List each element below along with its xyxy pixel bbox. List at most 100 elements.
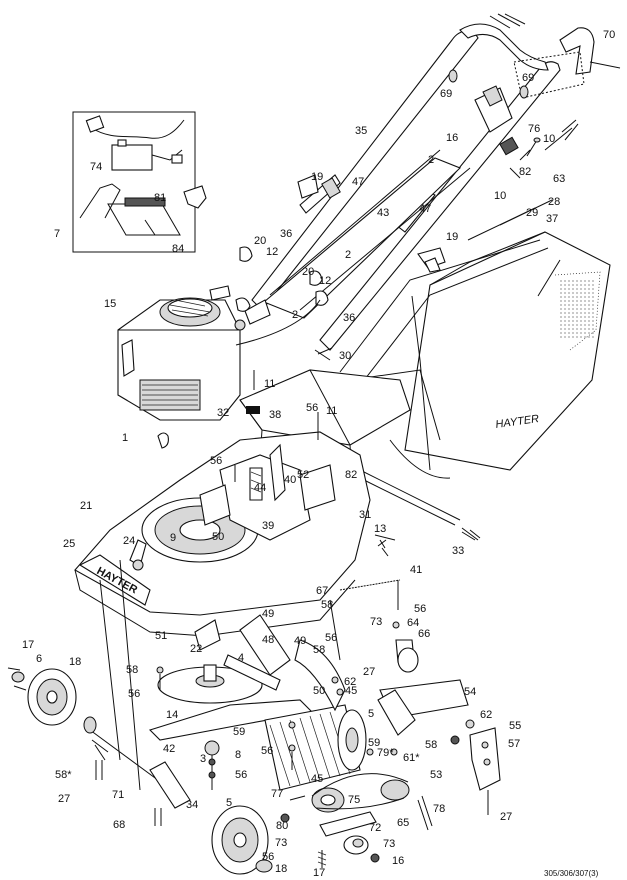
- mower-deck: HAYTER: [74, 422, 371, 637]
- callout-label: 81: [154, 192, 166, 204]
- callout-label: 22: [190, 643, 202, 655]
- grass-bag: [339, 199, 611, 526]
- callout-label: 31: [359, 509, 371, 521]
- callout-label: 56: [261, 745, 273, 757]
- callout-label: 71: [112, 789, 124, 801]
- callout-label: 66: [418, 628, 430, 640]
- callout-label: 27: [500, 811, 512, 823]
- callout-label: 36: [343, 312, 355, 324]
- callout-label: 2: [345, 249, 351, 261]
- inset-battery-box: [72, 111, 196, 253]
- callout-label: 79*: [377, 747, 394, 759]
- callout-label: 39: [262, 520, 274, 532]
- callout-label: 59: [233, 726, 245, 738]
- callout-label: 54: [464, 686, 476, 698]
- callout-label: 8: [235, 749, 241, 761]
- callout-label: 84: [172, 243, 184, 255]
- callout-label: 18: [69, 656, 81, 668]
- misc-fasteners: [156, 527, 481, 863]
- callout-label: 56: [325, 632, 337, 644]
- callout-label: 50: [313, 685, 325, 697]
- callout-label: 61*: [403, 752, 420, 764]
- callout-label: 73: [370, 616, 382, 628]
- callout-label: 16: [392, 855, 404, 867]
- callout-label: 64: [407, 617, 419, 629]
- callout-label: 34: [186, 799, 198, 811]
- callout-label: 56: [414, 603, 426, 615]
- callout-label: 56: [210, 455, 222, 467]
- callout-label: 52: [297, 469, 309, 481]
- callout-label: 49: [294, 635, 306, 647]
- callout-label: 73: [383, 838, 395, 850]
- callout-label: 45: [311, 773, 323, 785]
- front-wheel-left: [7, 667, 77, 726]
- callout-label: 19: [311, 171, 323, 183]
- callout-label: 9: [170, 532, 176, 544]
- callout-label: 32: [217, 407, 229, 419]
- callout-label: 47: [352, 176, 364, 188]
- callout-label: 12: [266, 246, 278, 258]
- callout-label: 49: [262, 608, 274, 620]
- callout-label: 59: [368, 737, 380, 749]
- callout-label: 38: [269, 409, 281, 421]
- callout-label: 67: [316, 585, 328, 597]
- callout-label: 76: [528, 123, 540, 135]
- callout-label: 74: [90, 161, 102, 173]
- callout-label: 37: [546, 213, 558, 225]
- callout-label: 82: [519, 166, 531, 178]
- callout-label: 24: [123, 535, 135, 547]
- callout-label: 4: [238, 652, 244, 664]
- callout-label: 19: [446, 231, 458, 243]
- callout-label: 2: [428, 154, 434, 166]
- callout-label: 36: [280, 228, 292, 240]
- callout-label: 12: [319, 275, 331, 287]
- rear-wheel: [211, 805, 273, 875]
- callout-label: 6: [36, 653, 42, 665]
- callout-label: 82: [345, 469, 357, 481]
- callout-label: 63: [553, 173, 565, 185]
- callout-label: 20: [302, 266, 314, 278]
- callout-label: 62: [480, 709, 492, 721]
- callout-label: 3: [200, 753, 206, 765]
- callout-label: 58: [425, 739, 437, 751]
- callout-label: 78: [433, 803, 445, 815]
- callout-label: 20: [254, 235, 266, 247]
- blade-assembly: [148, 614, 314, 790]
- callout-label: 53: [430, 769, 442, 781]
- callout-label: 10: [543, 133, 555, 145]
- callout-label: 50: [212, 531, 224, 543]
- callout-label: 13: [374, 523, 386, 535]
- callout-label: 58: [321, 599, 333, 611]
- callout-label: 56: [306, 402, 318, 414]
- callout-label: 57: [508, 738, 520, 750]
- callout-label: 72: [369, 822, 381, 834]
- callout-label: 80: [276, 820, 288, 832]
- axle: [83, 559, 341, 826]
- callout-label: 11: [326, 405, 337, 417]
- callout-label: 14: [166, 709, 178, 721]
- callout-label: 51: [155, 630, 167, 642]
- callout-label: 5: [226, 797, 232, 809]
- callout-label: 58: [313, 644, 325, 656]
- callout-label: 58: [126, 664, 138, 676]
- callout-label: 58*: [55, 769, 72, 781]
- right-bracket: [339, 579, 501, 815]
- callout-label: 69: [440, 88, 452, 100]
- callout-label: 42: [163, 743, 175, 755]
- callout-label: 56: [235, 769, 247, 781]
- callout-label: 10: [494, 190, 506, 202]
- callout-label: 11: [264, 378, 275, 390]
- callout-label: 17: [22, 639, 34, 651]
- callout-label: 73: [275, 837, 287, 849]
- callout-label: 27: [363, 666, 375, 678]
- callout-label: 69: [522, 72, 534, 84]
- callout-label: 55: [509, 720, 521, 732]
- callout-label: 2: [292, 309, 298, 321]
- callout-label: 21: [80, 500, 92, 512]
- callout-label: 56: [262, 851, 274, 863]
- footer-reference: 305/306/307(3): [544, 869, 599, 878]
- callout-labels: 70 69 69 10 76 35 16 82 63 2 10 29 28 37…: [22, 29, 615, 879]
- callout-label: 40: [284, 474, 296, 486]
- callout-label: 41: [410, 564, 422, 576]
